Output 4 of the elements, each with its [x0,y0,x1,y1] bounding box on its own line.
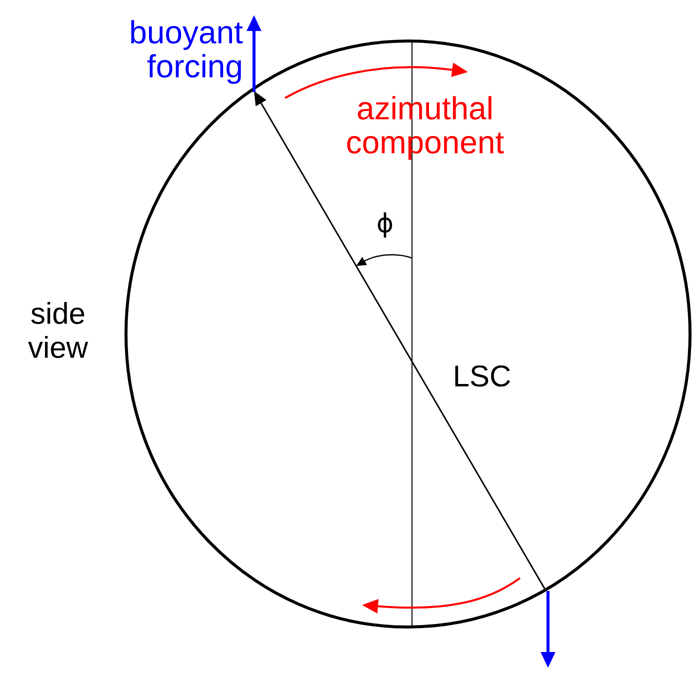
lsc-label: LSC [455,365,510,387]
view-label: side view [28,302,88,358]
angle-label: ϕ [378,212,392,238]
force-label: buoyant forcing [131,20,243,84]
